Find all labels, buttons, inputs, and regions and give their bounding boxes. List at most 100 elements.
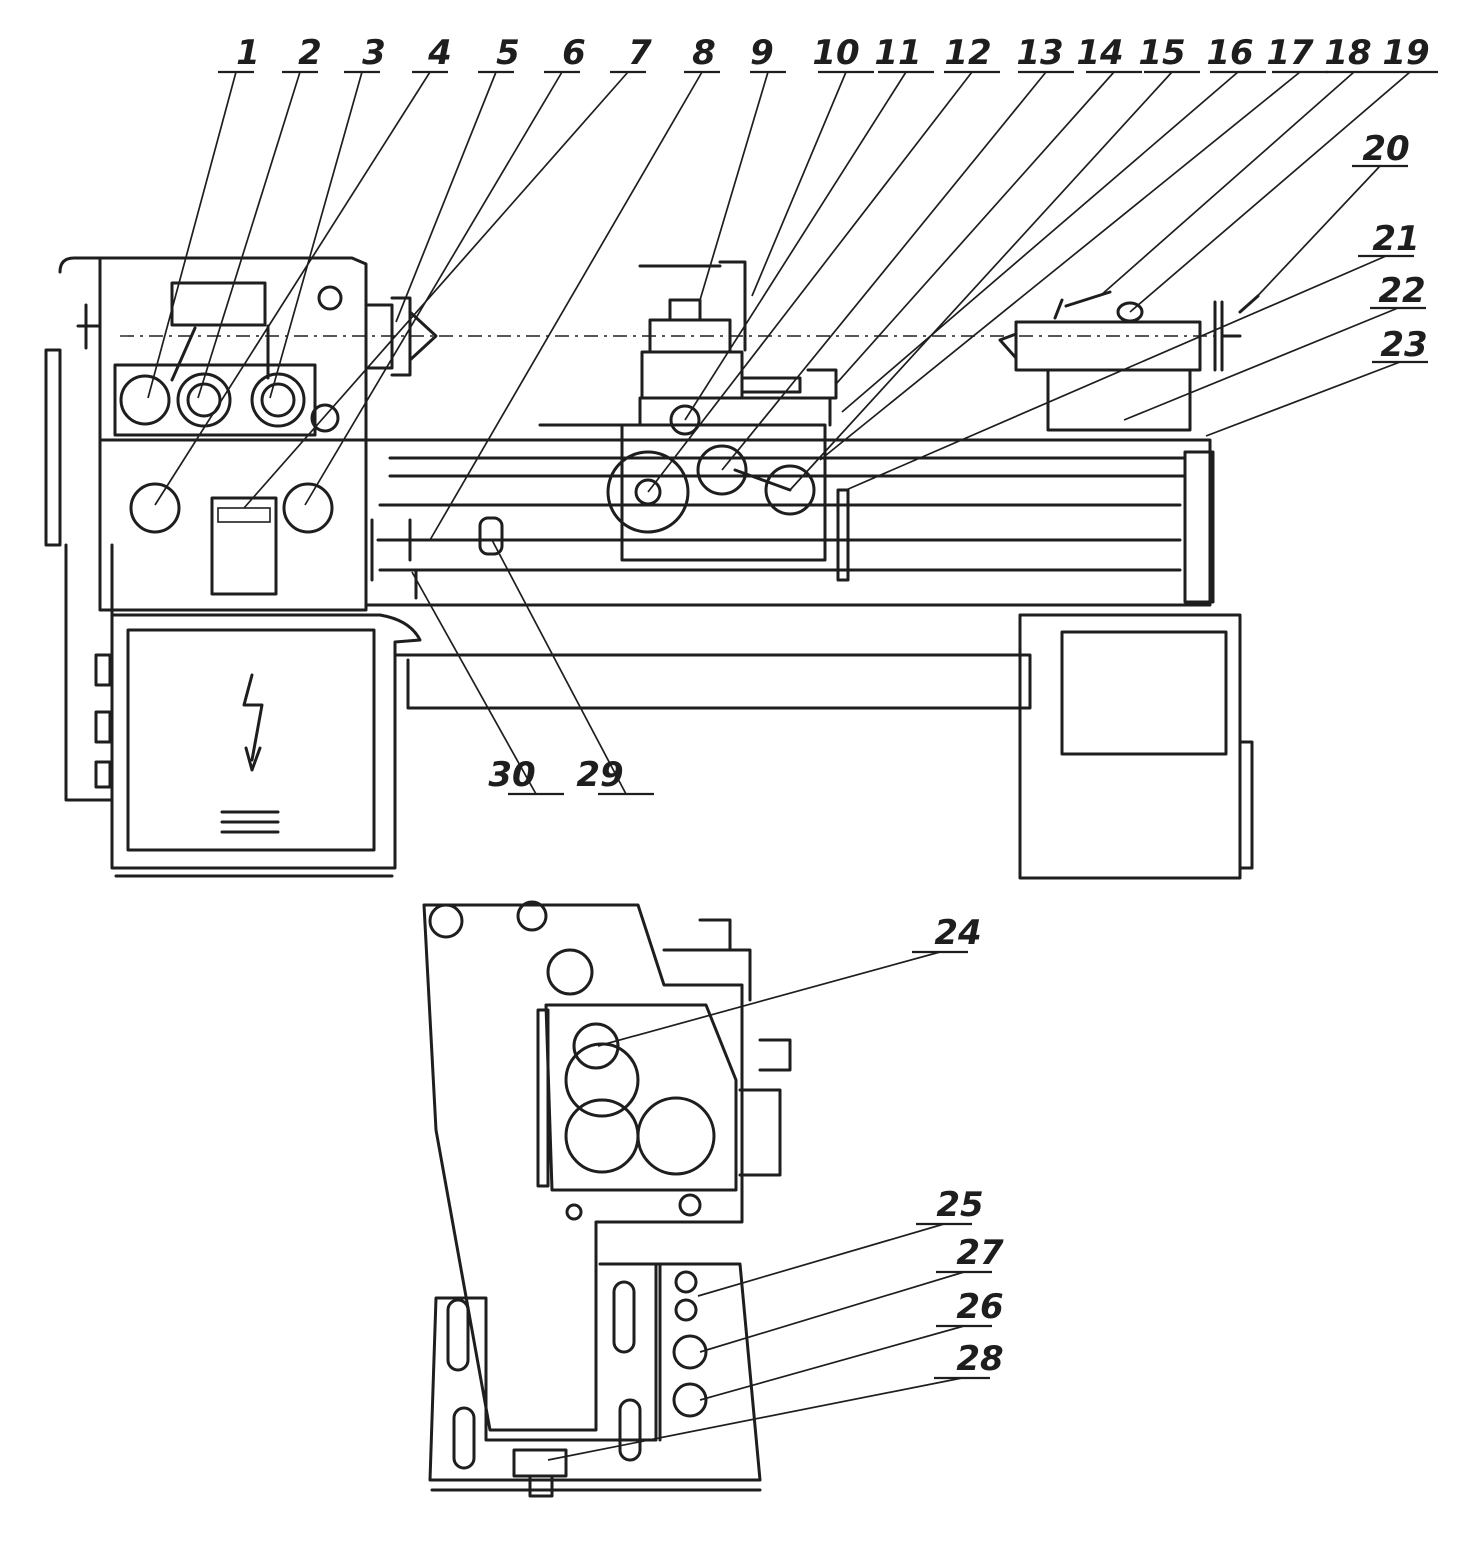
callout-8: 8 xyxy=(429,33,720,541)
callout-5: 5 xyxy=(395,33,520,323)
end-buttons xyxy=(672,1270,708,1418)
callout-leader xyxy=(197,71,301,399)
callout-16: 16 xyxy=(841,33,1266,413)
callout-label: 8 xyxy=(692,33,716,73)
callout-14: 14 xyxy=(835,33,1142,385)
lathe-bed xyxy=(364,438,1212,607)
apron-handwheel xyxy=(606,450,690,534)
callout-21: 21 xyxy=(845,219,1420,491)
callout-label: 4 xyxy=(427,33,452,73)
callout-30: 30 xyxy=(411,571,564,796)
left-pedestal xyxy=(110,613,422,870)
callout-leader xyxy=(304,71,563,506)
tailstock xyxy=(1014,320,1202,372)
saddle xyxy=(538,396,832,427)
callout-label: 26 xyxy=(956,1287,1003,1327)
callout-15: 15 xyxy=(789,33,1200,491)
callout-29: 29 xyxy=(491,539,654,796)
end-carriage xyxy=(662,918,792,1177)
callout-leader xyxy=(841,71,1239,413)
callout-label: 28 xyxy=(956,1339,1003,1379)
callout-leader xyxy=(147,71,237,399)
callout-leader xyxy=(1123,307,1399,421)
callout-label: 21 xyxy=(1372,219,1419,259)
change-gears xyxy=(564,1022,716,1176)
feed-rod-handles xyxy=(370,518,432,600)
vent-slots xyxy=(220,810,280,834)
callout-label: 23 xyxy=(1380,325,1427,365)
right-pedestal xyxy=(1018,613,1242,880)
callout-label: 10 xyxy=(812,33,859,73)
end-view xyxy=(422,900,792,1498)
end-pulley-2 xyxy=(516,900,548,932)
left-cabinet xyxy=(44,348,62,547)
end-pulley-3 xyxy=(546,948,594,996)
callout-leader xyxy=(845,255,1387,491)
tailstock-base xyxy=(1046,368,1192,432)
callout-leader xyxy=(721,71,1047,471)
callout-11: 11 xyxy=(684,33,934,421)
callout-leader xyxy=(751,71,847,297)
callout-leader xyxy=(269,71,363,399)
callout-label: 18 xyxy=(1324,33,1371,73)
callout-label: 16 xyxy=(1206,33,1253,73)
callout-20: 20 xyxy=(1249,129,1410,305)
right-pedestal-door xyxy=(1060,630,1228,756)
end-slots xyxy=(446,1280,642,1470)
callout-22: 22 xyxy=(1123,271,1426,421)
callout-9: 9 xyxy=(699,33,786,301)
callout-leader xyxy=(699,71,769,301)
callout-leader xyxy=(1129,71,1411,313)
callout-1: 1 xyxy=(147,33,260,399)
end-foot-screw xyxy=(512,1448,568,1498)
callout-7: 7 xyxy=(243,33,652,509)
callout-leader xyxy=(699,1271,965,1353)
callout-leader xyxy=(154,71,431,506)
callout-label: 3 xyxy=(362,33,386,73)
callout-label: 27 xyxy=(956,1233,1004,1273)
callout-label: 30 xyxy=(488,755,535,795)
callout-3: 3 xyxy=(269,33,386,399)
callout-leader xyxy=(697,1223,945,1297)
callout-leader xyxy=(647,71,973,493)
callout-leader xyxy=(835,71,1115,385)
callout-leader xyxy=(789,71,1173,491)
tailstock-lock xyxy=(1053,290,1112,320)
callout-28: 28 xyxy=(547,1339,1004,1461)
front-view xyxy=(44,256,1260,880)
callout-label: 14 xyxy=(1076,33,1123,73)
headstock-window xyxy=(113,363,317,437)
headstock-plate xyxy=(170,281,267,327)
gear-cover xyxy=(544,1003,738,1192)
callout-27: 27 xyxy=(699,1233,1004,1353)
bed-end-frame xyxy=(1183,450,1215,604)
callout-leader xyxy=(395,71,497,323)
callout-leader xyxy=(491,539,627,795)
headstock xyxy=(58,256,368,442)
callout-2: 2 xyxy=(197,33,322,399)
feed-dial-left xyxy=(129,482,181,534)
callout-label: 11 xyxy=(874,33,921,73)
callout-18: 18 xyxy=(1099,33,1382,297)
end-pulley-1 xyxy=(428,903,464,939)
chip-tray xyxy=(393,653,1032,710)
callout-label: 12 xyxy=(944,33,991,73)
apron-dial-2 xyxy=(764,464,816,516)
callout-25: 25 xyxy=(697,1185,984,1297)
callout-label: 25 xyxy=(936,1185,983,1225)
cross-slide xyxy=(640,350,744,400)
callout-label: 6 xyxy=(562,33,586,73)
callout-label: 22 xyxy=(1378,271,1425,311)
callout-label: 15 xyxy=(1138,33,1185,73)
speed-dials xyxy=(119,285,343,433)
tailstock-handwheel xyxy=(1213,294,1260,372)
lightning-sign xyxy=(242,673,264,772)
callout-26: 26 xyxy=(699,1287,1004,1401)
callout-label: 20 xyxy=(1362,129,1409,169)
callout-label: 17 xyxy=(1266,33,1314,73)
callout-leader xyxy=(684,71,907,421)
end-pedestal-front xyxy=(598,1262,662,1442)
callout-17: 17 xyxy=(819,33,1328,461)
